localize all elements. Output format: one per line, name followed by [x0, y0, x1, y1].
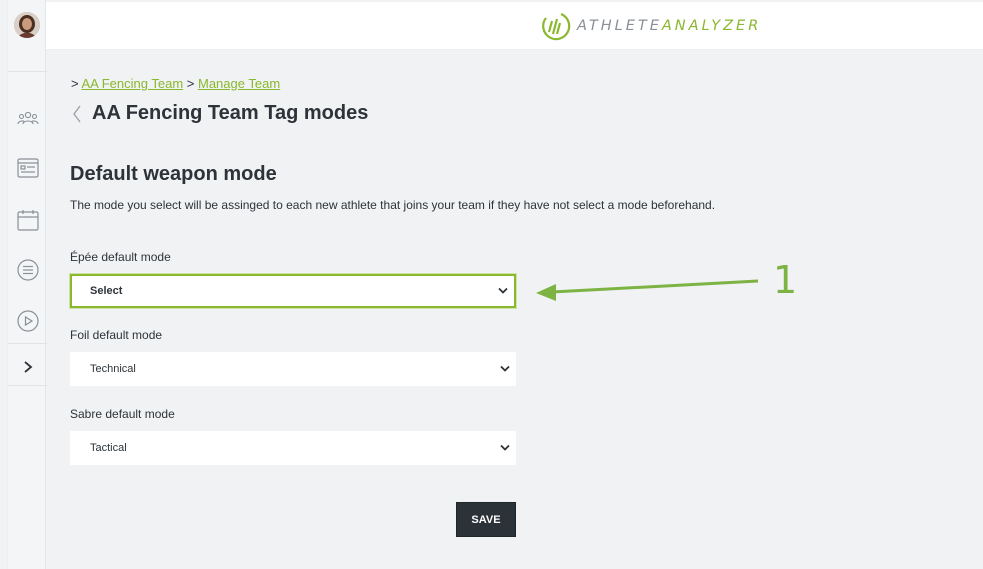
save-button[interactable]: SAVE [456, 502, 516, 537]
sabre-mode-label: Sabre default mode [70, 407, 175, 421]
sidebar-divider [8, 343, 47, 344]
annotation-number: 1 [773, 258, 798, 302]
foil-mode-label: Foil default mode [70, 328, 163, 342]
logo-mark-icon [542, 12, 571, 41]
foil-mode-select[interactable]: Technical [70, 352, 516, 386]
team-icon[interactable] [16, 106, 39, 129]
page-title: AA Fencing Team Tag modes [92, 102, 369, 124]
logo-text-analyzer: ANALYZER [661, 18, 762, 34]
chevron-right-icon[interactable] [16, 355, 39, 378]
epee-mode-select[interactable]: Select [70, 274, 516, 308]
breadcrumb-separator: > [186, 76, 195, 91]
breadcrumb-link-manage-team[interactable]: Manage Team [198, 76, 281, 91]
breadcrumb-link-team[interactable]: AA Fencing Team [81, 76, 184, 91]
epee-mode-label: Épée default mode [70, 250, 171, 264]
chevron-down-icon [500, 444, 510, 451]
logo-text-athlete: ATHLETE [577, 18, 662, 34]
page-title-row: AA Fencing Team Tag modes [72, 102, 368, 125]
top-header: ATHLETEANALYZER [46, 2, 983, 50]
sabre-mode-select[interactable]: Tactical [70, 431, 516, 465]
chevron-down-icon [500, 365, 510, 372]
epee-mode-value: Select [90, 285, 123, 297]
calendar-icon[interactable] [16, 208, 39, 231]
breadcrumb-separator: > [71, 76, 79, 91]
annotation-arrow-icon [536, 279, 759, 301]
logo-text: ATHLETEANALYZER [577, 18, 761, 34]
list-icon[interactable] [16, 258, 39, 281]
avatar[interactable] [14, 12, 40, 38]
foil-mode-value: Technical [90, 363, 136, 375]
play-icon[interactable] [16, 309, 39, 332]
profile-card-icon[interactable] [16, 156, 39, 179]
sidebar [7, 0, 47, 569]
chevron-down-icon [498, 287, 508, 294]
section-title: Default weapon mode [70, 163, 277, 185]
back-chevron-icon[interactable] [72, 104, 86, 124]
section-description: The mode you select will be assinged to … [70, 198, 716, 212]
sabre-mode-value: Tactical [90, 442, 127, 454]
avatar-container [8, 0, 47, 72]
athleteanalyzer-logo[interactable]: ATHLETEANALYZER [539, 8, 761, 44]
sidebar-divider [8, 385, 47, 386]
breadcrumb: > AA Fencing Team > Manage Team [71, 76, 280, 91]
